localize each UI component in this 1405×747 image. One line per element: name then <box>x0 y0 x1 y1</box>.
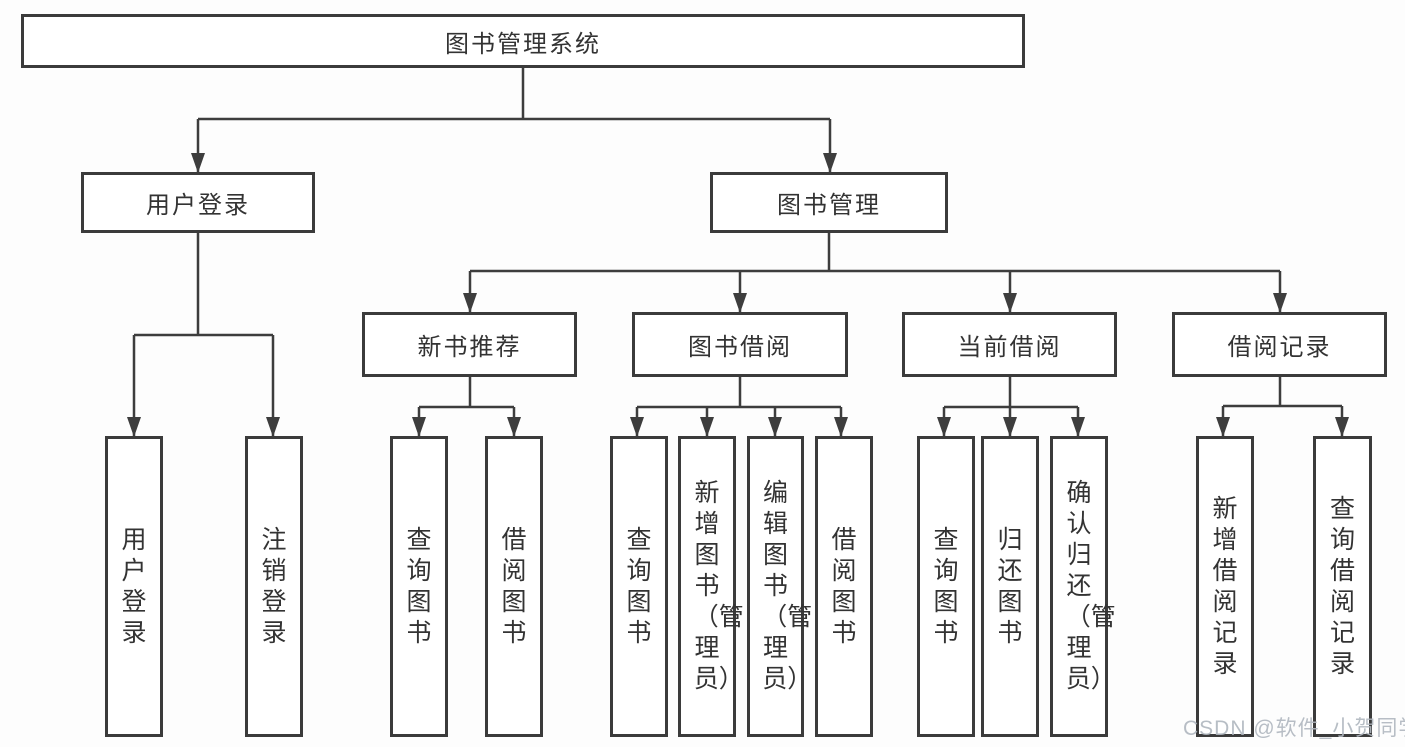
connector-book-borrow-to-leaves <box>630 377 848 437</box>
leaf-label: 查询图书 <box>406 525 432 647</box>
leaf-label: 确认归还（管理员） <box>1065 479 1116 693</box>
node-label: 图书管理 <box>777 192 881 219</box>
leaf-logout-login: 注销登录 <box>245 436 303 737</box>
leaf-borrow-add-books-admin: 新增图书（管理员） <box>678 436 744 737</box>
node-label: 图书借阅 <box>688 334 792 361</box>
leaf-label: 查询图书 <box>933 525 959 647</box>
leaf-user-login: 用户登录 <box>105 436 163 737</box>
connector-book-management-to-level3 <box>463 233 1287 313</box>
leaf-label: 新增借阅记录 <box>1212 494 1238 678</box>
leaf-label: 查询借阅记录 <box>1329 494 1355 678</box>
node-label: 当前借阅 <box>957 334 1062 361</box>
leaf-label: 借阅图书 <box>831 525 857 647</box>
leaf-label: 用户登录 <box>121 525 147 647</box>
node-label: 用户登录 <box>146 192 250 219</box>
node-book-borrow: 图书借阅 <box>632 312 848 377</box>
node-borrow-records: 借阅记录 <box>1172 312 1387 377</box>
leaf-borrow-borrow-books: 借阅图书 <box>815 436 873 737</box>
node-new-book-recommend: 新书推荐 <box>362 312 577 377</box>
leaf-current-confirm-return-admin: 确认归还（管理员） <box>1050 436 1116 737</box>
node-root: 图书管理系统 <box>21 14 1025 68</box>
connector-user-login-to-leaves <box>127 233 280 437</box>
node-label: 借阅记录 <box>1227 334 1332 361</box>
connector-borrow-records-to-leaves <box>1216 377 1349 437</box>
leaf-label: 借阅图书 <box>501 525 527 647</box>
connector-new-book-to-leaves <box>412 377 521 437</box>
node-label: 新书推荐 <box>417 334 522 361</box>
csdn-watermark: CSDN @软件_小贺同学 <box>1183 717 1405 740</box>
leaf-newbook-query-books: 查询图书 <box>390 436 448 737</box>
leaf-label: 查询图书 <box>626 525 652 647</box>
leaf-borrow-query-books: 查询图书 <box>610 436 668 737</box>
leaf-current-return-books: 归还图书 <box>981 436 1039 737</box>
connector-current-borrow-to-leaves <box>937 377 1085 437</box>
leaf-label: 新增图书（管理员） <box>693 479 744 693</box>
leaf-label: 注销登录 <box>261 525 287 647</box>
node-user-login: 用户登录 <box>81 172 315 233</box>
node-label: 图书管理系统 <box>445 30 601 58</box>
leaf-label: 编辑图书（管理员） <box>762 479 813 693</box>
leaf-records-query-borrow-record: 查询借阅记录 <box>1313 436 1372 737</box>
leaf-borrow-edit-books-admin: 编辑图书（管理员） <box>747 436 813 737</box>
leaf-newbook-borrow-books: 借阅图书 <box>485 436 543 737</box>
leaf-records-add-borrow-record: 新增借阅记录 <box>1196 436 1254 737</box>
leaf-label: 归还图书 <box>997 525 1023 647</box>
node-book-management: 图书管理 <box>710 172 948 233</box>
connector-root-to-level2 <box>191 68 837 173</box>
leaf-current-query-books: 查询图书 <box>917 436 975 737</box>
node-current-borrow: 当前借阅 <box>902 312 1117 377</box>
